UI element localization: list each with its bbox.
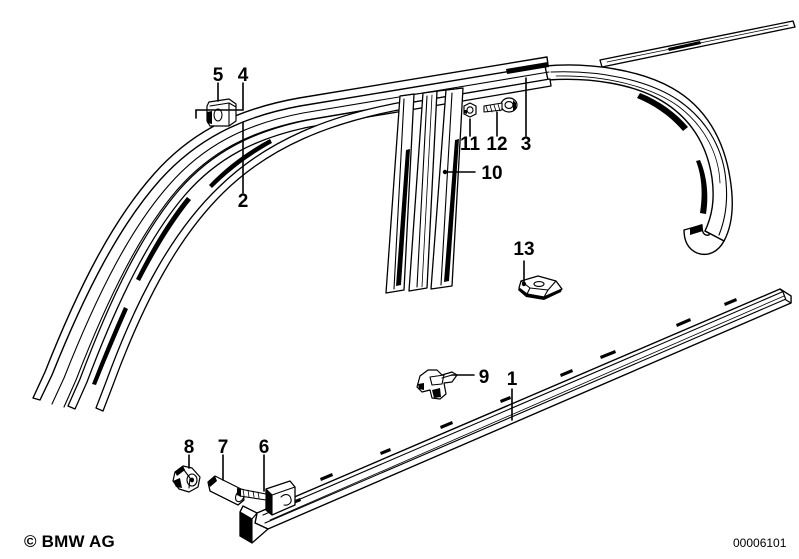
- callout-10: 10: [481, 163, 502, 184]
- part-roof-trim-right-rear: [544, 64, 733, 256]
- part-rocker-panel-moulding: [239, 288, 792, 544]
- part-flat-mounting-plate: [518, 275, 563, 300]
- part-retaining-clip: [206, 98, 237, 127]
- callout-13: 13: [513, 239, 534, 260]
- leader-lines: [188, 77, 527, 492]
- callout-7: 7: [218, 437, 229, 458]
- diagram-part-number: 00006101: [733, 536, 787, 550]
- part-retaining-clamp: [416, 369, 458, 400]
- part-mounting-bracket-with-screw: [237, 480, 296, 516]
- callout-numbers: 5 4 2 3 11 12 10 13 9 1 8 7 6: [184, 65, 535, 458]
- callout-8: 8: [184, 437, 195, 458]
- part-upper-straight-trim-strip: [599, 20, 796, 68]
- part-b-pillar-trim-covers: [385, 87, 464, 294]
- part-roof-drip-moulding-left: [32, 56, 552, 412]
- copyright-notice: © BMW AG: [24, 532, 115, 551]
- callout-5: 5: [213, 65, 224, 86]
- callout-1: 1: [507, 369, 518, 390]
- callout-4: 4: [238, 65, 249, 86]
- part-threaded-bushing: [172, 465, 201, 493]
- callout-2: 2: [238, 191, 249, 212]
- callout-6: 6: [259, 437, 270, 458]
- part-pan-head-screw: [483, 97, 518, 113]
- callout-11: 11: [460, 134, 481, 155]
- callout-12: 12: [486, 134, 507, 155]
- callout-9: 9: [479, 367, 490, 388]
- part-hex-nut: [463, 102, 477, 118]
- callout-3: 3: [521, 134, 532, 155]
